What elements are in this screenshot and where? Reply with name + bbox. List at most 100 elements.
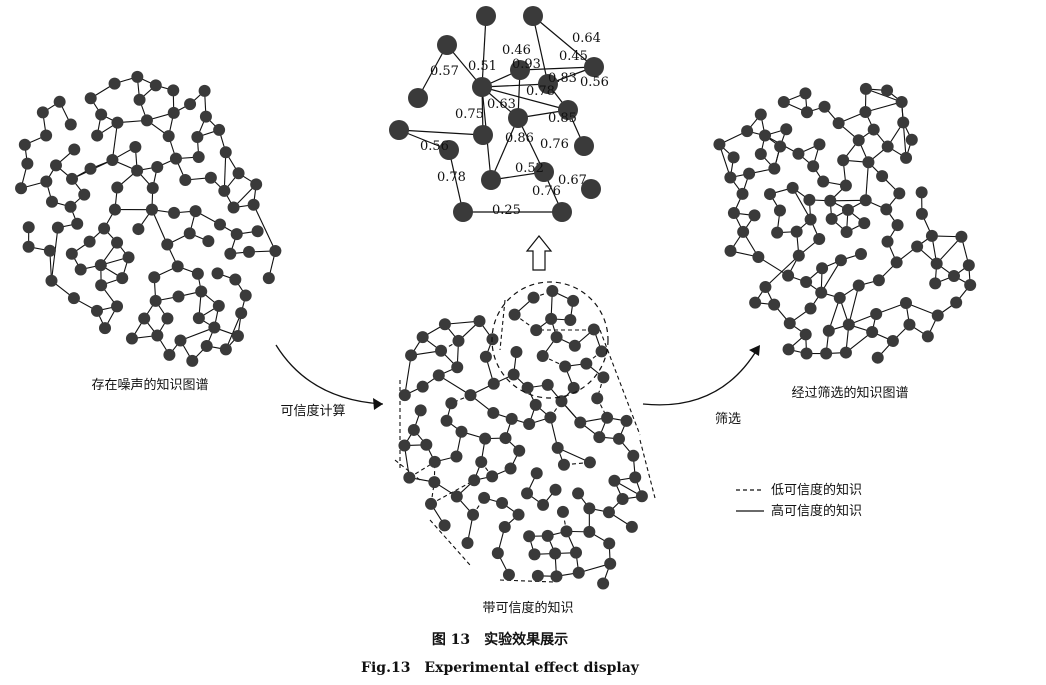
edge-weight-label: 0.45 — [559, 49, 588, 64]
graph-node — [71, 217, 84, 230]
graph-node — [250, 178, 263, 191]
graph-node — [425, 497, 438, 510]
graph-node — [475, 456, 488, 469]
graph-node — [881, 140, 894, 153]
zoom-node — [508, 108, 528, 128]
graph-node — [616, 493, 629, 506]
graph-node — [224, 247, 237, 260]
graph-node — [184, 98, 197, 111]
graph-node — [567, 381, 580, 394]
graph-node — [583, 525, 596, 538]
credibility-arrow — [275, 344, 384, 405]
graph-node — [572, 487, 585, 500]
graph-node — [891, 219, 904, 232]
graph-node — [129, 140, 142, 153]
graph-node — [420, 438, 433, 451]
graph-node — [613, 432, 626, 445]
graph-node — [931, 309, 944, 322]
graph-node — [53, 95, 66, 108]
graph-node — [167, 106, 180, 119]
credibility-graph-caption: 带可信度的知识 — [482, 600, 573, 616]
graph-node — [604, 557, 617, 570]
graph-node — [950, 296, 963, 309]
graph-node — [133, 93, 146, 106]
graph-node — [212, 299, 225, 312]
graph-node — [189, 205, 202, 218]
graph-node — [921, 330, 934, 343]
graph-node — [627, 449, 640, 462]
graph-node — [859, 82, 872, 95]
graph-node — [897, 116, 910, 129]
graph-node — [822, 324, 835, 337]
graph-node — [837, 154, 850, 167]
graph-node — [880, 203, 893, 216]
graph-node — [83, 235, 96, 248]
graph-node — [780, 123, 793, 136]
graph-node — [825, 212, 838, 225]
graph-node — [559, 360, 572, 373]
graph-node — [771, 226, 784, 239]
graph-node — [148, 271, 161, 284]
graph-edge — [865, 101, 902, 113]
zoom-node — [558, 100, 578, 120]
zoom-edge — [532, 15, 549, 85]
graph-node — [191, 130, 204, 143]
graph-node — [555, 395, 568, 408]
graph-node — [870, 308, 883, 321]
graph-node — [125, 332, 138, 345]
graph-node — [468, 474, 481, 487]
graph-node — [513, 444, 526, 457]
graph-node — [168, 206, 181, 219]
graph-node — [51, 221, 64, 234]
zoom-node — [408, 88, 428, 108]
zoom-edge — [490, 117, 519, 181]
graph-node — [498, 520, 511, 533]
graph-node — [496, 496, 509, 509]
graph-node — [479, 350, 492, 363]
graph-node — [962, 259, 975, 272]
graph-node — [78, 188, 91, 201]
graph-node — [523, 418, 536, 431]
graph-node — [625, 520, 638, 533]
graph-node — [556, 505, 569, 518]
zoom-node — [476, 6, 496, 26]
graph-node — [587, 323, 600, 336]
graph-node — [232, 167, 245, 180]
graph-node — [403, 471, 416, 484]
graph-node — [862, 156, 875, 169]
edge-weight-label: 0.57 — [430, 64, 459, 79]
graph-node — [91, 129, 104, 142]
graph-node — [570, 546, 583, 559]
graph-node — [741, 125, 754, 138]
graph-node — [800, 106, 813, 119]
graph-node — [603, 537, 616, 550]
graph-edge-low-credibility — [394, 459, 421, 481]
graph-node — [116, 272, 129, 285]
graph-node — [111, 181, 124, 194]
edge-weight-label: 0.64 — [572, 31, 601, 46]
graph-node — [111, 300, 124, 313]
zoom-edge — [448, 149, 464, 213]
graph-node — [550, 331, 563, 344]
graph-node — [49, 159, 62, 172]
filter-arrow — [642, 347, 759, 406]
edge-weight-label: 0.86 — [505, 131, 534, 146]
edge-weight-label: 0.93 — [512, 57, 541, 72]
graph-node — [799, 328, 812, 341]
zoom-edge — [481, 86, 569, 111]
graph-node — [523, 530, 536, 543]
graph-node — [67, 292, 80, 305]
zoom-node — [481, 170, 501, 190]
g-left-nodes — [15, 70, 282, 367]
graph-node — [833, 291, 846, 304]
graph-node — [169, 152, 182, 165]
graph-node — [149, 79, 162, 92]
edge-weight-label: 0.25 — [492, 203, 521, 218]
graph-node — [773, 204, 786, 217]
legend-low-label: 低可信度的知识 — [771, 482, 862, 498]
graph-node — [504, 462, 517, 475]
edge-weight-label: 0.76 — [540, 137, 569, 152]
graph-node — [530, 467, 543, 480]
graph-node — [22, 221, 35, 234]
edge-weight-label: 0.75 — [455, 107, 484, 122]
